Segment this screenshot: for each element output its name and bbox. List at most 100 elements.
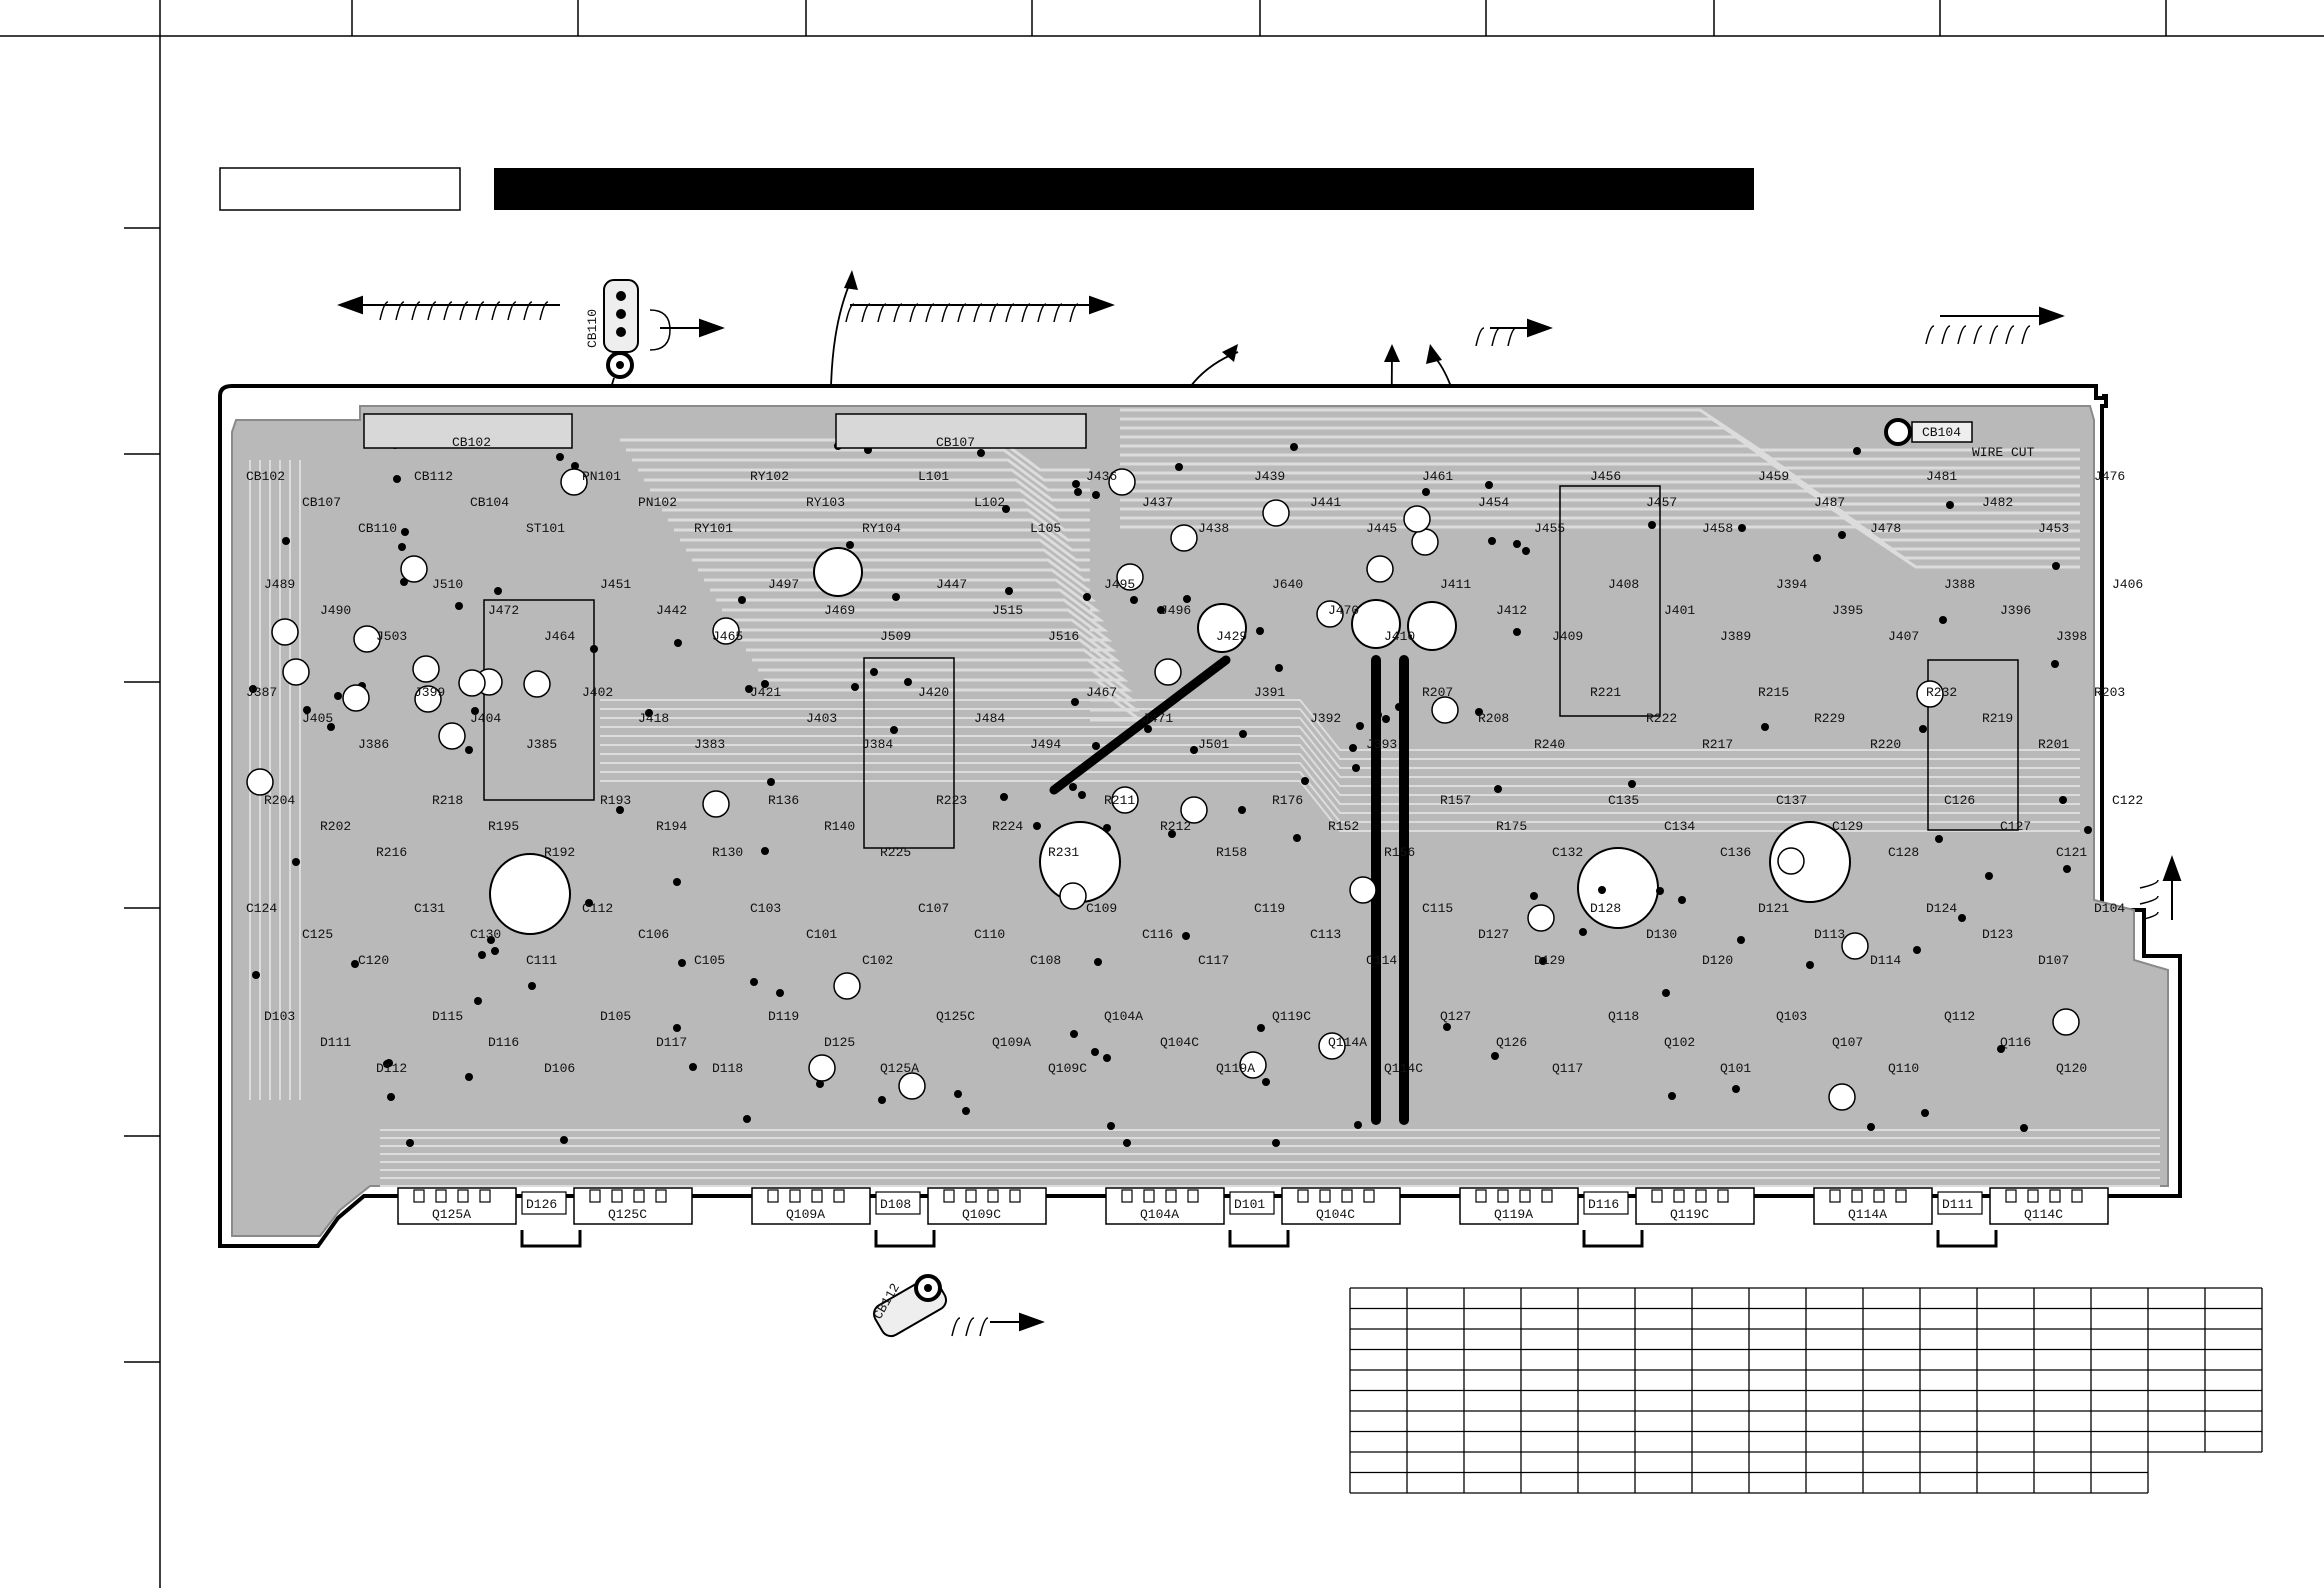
diode-d108[interactable]: D108 (875, 1191, 921, 1215)
component-label: R152 (1328, 819, 1359, 834)
component-label: J407 (1888, 629, 1919, 644)
component-label: J445 (1366, 521, 1397, 536)
component-label: J455 (1534, 521, 1565, 536)
diode-d101[interactable]: D101 (1229, 1191, 1275, 1215)
component-label: J496 (1160, 603, 1191, 618)
component-label: Q114A (1328, 1035, 1367, 1050)
component-label: D124 (1926, 901, 1957, 916)
component-label: J383 (694, 737, 725, 752)
component-label: J495 (1104, 577, 1135, 592)
transistor-q104a[interactable]: Q104A (1105, 1187, 1225, 1225)
component-label: J441 (1310, 495, 1341, 510)
component-label: Q119A (1216, 1061, 1255, 1076)
component-label: C132 (1552, 845, 1583, 860)
diode-d126[interactable]: D126 (521, 1191, 567, 1215)
component-label: C117 (1198, 953, 1229, 968)
component-label: ST101 (526, 521, 565, 536)
component-label: C108 (1030, 953, 1061, 968)
connector-cb112[interactable] (870, 1274, 949, 1339)
component-label: J451 (600, 577, 631, 592)
component-label: C111 (526, 953, 557, 968)
component-label: C107 (918, 901, 949, 916)
component-label: J501 (1198, 737, 1229, 752)
transistor-q119a[interactable]: Q119A (1459, 1187, 1579, 1225)
board-labels: CB102CB107CB110CB112CB104ST101PN101PN102… (246, 469, 2143, 1076)
component-label: C136 (1720, 845, 1751, 860)
component-label: C130 (470, 927, 501, 942)
transistor-label: Q109C (962, 1207, 1001, 1222)
component-label: D107 (2038, 953, 2069, 968)
diode-label: D108 (880, 1197, 911, 1212)
component-label: R130 (712, 845, 743, 860)
component-label: C110 (974, 927, 1005, 942)
component-label: C134 (1664, 819, 1695, 834)
component-label: J403 (806, 711, 837, 726)
component-label: C131 (414, 901, 445, 916)
transistor-q109c[interactable]: Q109C (927, 1187, 1047, 1225)
connector-cb102[interactable] (363, 413, 573, 449)
component-label: Q107 (1832, 1035, 1863, 1050)
component-label: J469 (824, 603, 855, 618)
component-label: R219 (1982, 711, 2013, 726)
component-label: J516 (1048, 629, 1079, 644)
component-label: J457 (1646, 495, 1677, 510)
transistor-q125a[interactable]: Q125A (397, 1187, 517, 1225)
transistor-q114a[interactable]: Q114A (1813, 1187, 1933, 1225)
transistor-q109a[interactable]: Q109A (751, 1187, 871, 1225)
component-label: J384 (862, 737, 893, 752)
component-label: D127 (1478, 927, 1509, 942)
component-label: J387 (246, 685, 277, 700)
component-label: R176 (1272, 793, 1303, 808)
component-label: C105 (694, 953, 725, 968)
component-label: J405 (302, 711, 333, 726)
transistor-q114c[interactable]: Q114C (1989, 1187, 2109, 1225)
component-label: J420 (918, 685, 949, 700)
transistor-q119c[interactable]: Q119C (1635, 1187, 1755, 1225)
transistor-row: Q125A Q125C Q109A Q109C Q104A Q104C Q119A Q119C… (397, 1187, 2109, 1248)
component-label: R212 (1160, 819, 1191, 834)
component-label: R229 (1814, 711, 1845, 726)
connector-cb107[interactable] (835, 413, 1087, 449)
component-label: C112 (582, 901, 613, 916)
component-label: J442 (656, 603, 687, 618)
component-label: J395 (1832, 603, 1863, 618)
component-label: J490 (320, 603, 351, 618)
component-label: J640 (1272, 577, 1303, 592)
component-label: R194 (656, 819, 687, 834)
component-label: CB107 (302, 495, 341, 510)
connector-cb110[interactable] (603, 279, 639, 379)
component-label: CB104 (470, 495, 509, 510)
component-label: Q127 (1440, 1009, 1471, 1024)
component-label: C135 (1608, 793, 1639, 808)
title-label-box (219, 167, 461, 211)
component-label: J459 (1758, 469, 1789, 484)
component-label: J482 (1982, 495, 2013, 510)
diode-d116[interactable]: D116 (1583, 1191, 1629, 1215)
component-label: J399 (414, 685, 445, 700)
component-label: R204 (264, 793, 295, 808)
diode-label: D116 (1588, 1197, 1619, 1212)
diode-d111[interactable]: D111 (1937, 1191, 1983, 1215)
diode-label: D101 (1234, 1197, 1265, 1212)
component-label: C127 (2000, 819, 2031, 834)
component-label: J393 (1366, 737, 1397, 752)
component-label: D129 (1534, 953, 1565, 968)
component-label: J401 (1664, 603, 1695, 618)
transistor-q104c[interactable]: Q104C (1281, 1187, 1401, 1225)
component-label: J515 (992, 603, 1023, 618)
component-label: PN102 (638, 495, 677, 510)
component-label: J391 (1254, 685, 1285, 700)
transistor-label: Q104A (1140, 1207, 1179, 1222)
component-label: R207 (1422, 685, 1453, 700)
component-label: C137 (1776, 793, 1807, 808)
connector-cb104[interactable] (1884, 418, 1973, 446)
transistor-q125c[interactable]: Q125C (573, 1187, 693, 1225)
component-label: J470 (1328, 603, 1359, 618)
component-label: J437 (1142, 495, 1173, 510)
component-label: J489 (264, 577, 295, 592)
component-label: C121 (2056, 845, 2087, 860)
component-label: Q112 (1944, 1009, 1975, 1024)
component-label: R201 (2038, 737, 2069, 752)
component-label: R225 (880, 845, 911, 860)
component-label: D105 (600, 1009, 631, 1024)
